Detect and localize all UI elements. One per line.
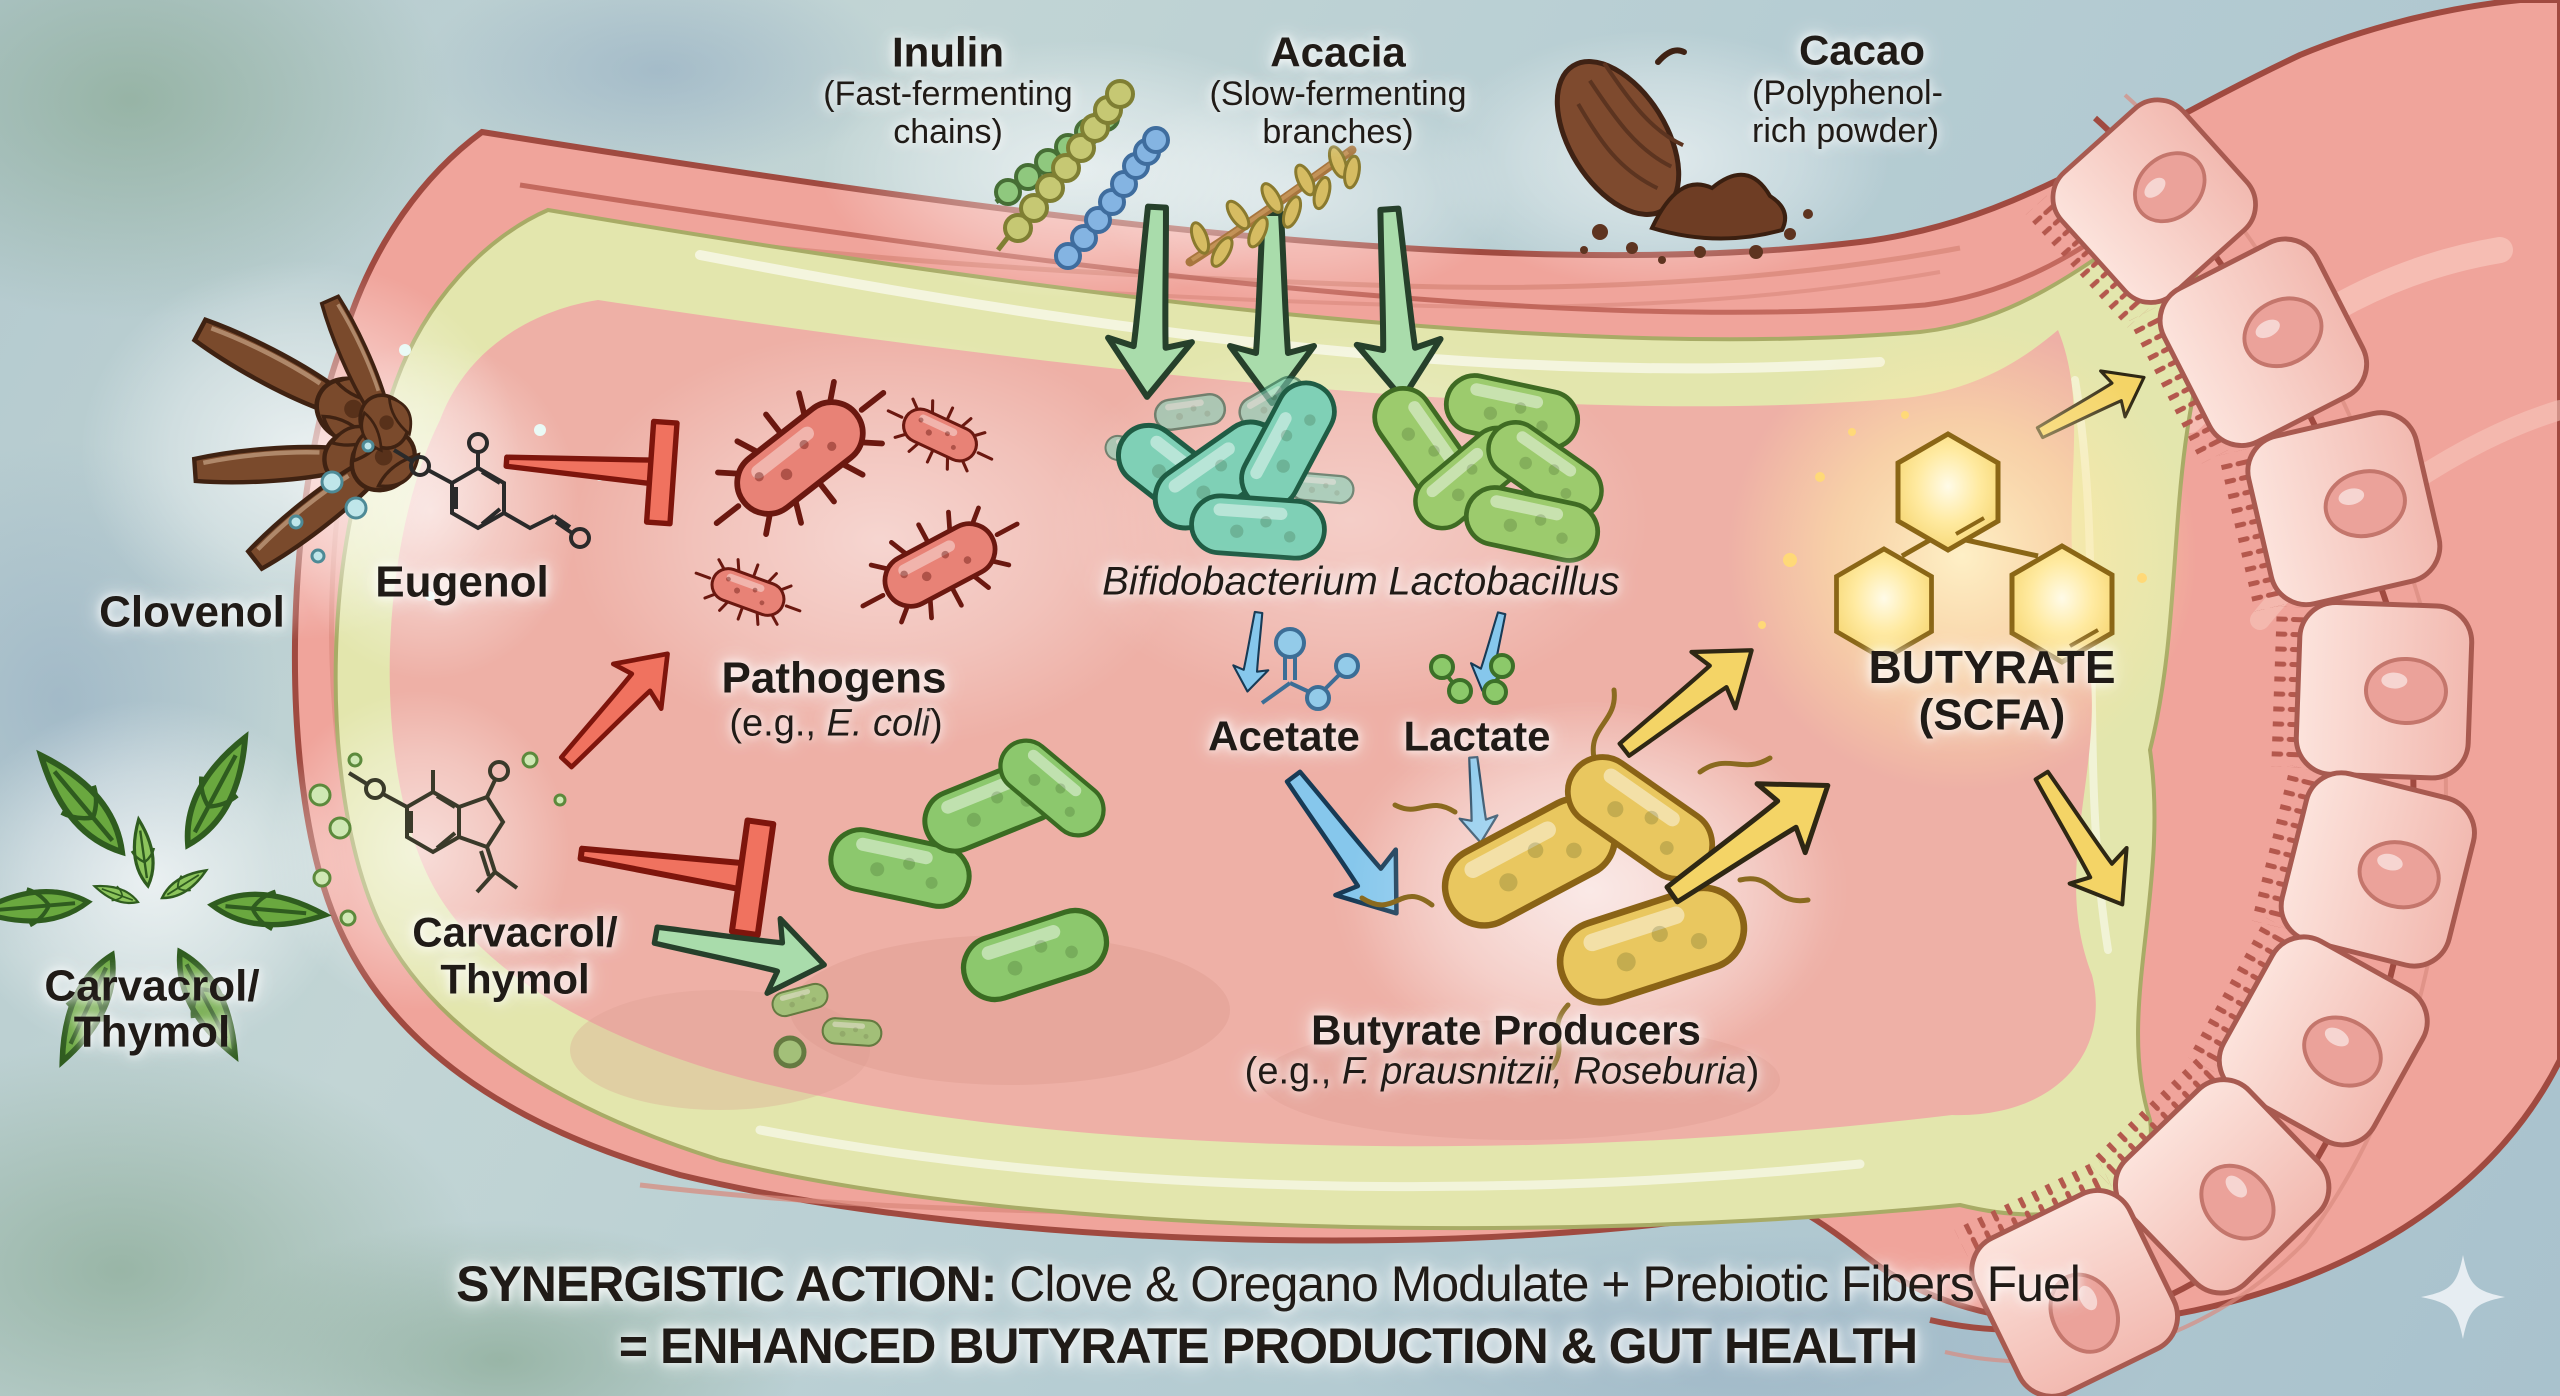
butyrate-subtitle: (SCFA): [1918, 690, 2066, 740]
acacia-branch-icon: [1185, 145, 1361, 268]
butyrate-producer-icon: [1359, 687, 1811, 1071]
carvacrol-molecule-icon: [347, 760, 519, 894]
producers-title: Butyrate Producers: [1311, 1006, 1701, 1054]
gut-carvacrol-label-line1: Carvacrol/: [412, 908, 618, 956]
cacao-label: Cacao: [1798, 26, 1926, 74]
bifidobacterium-label: Bifidobacterium: [1102, 559, 1378, 604]
caption-line1-rest: Clove & Oregano Modulate + Prebiotic Fib…: [996, 1256, 2081, 1312]
producers-subtitle-post: ): [1746, 1050, 1760, 1093]
pathogens-subtitle-pre: (e.g.,: [729, 702, 827, 745]
eugenol-label: Eugenol: [375, 557, 549, 607]
inulin-label: Inulin: [892, 28, 1004, 76]
producers-glow: [1350, 700, 1830, 1080]
butyrate-glow: [1727, 321, 2197, 791]
oregano-carvacrol-label-line1: Carvacrol/: [44, 961, 260, 1011]
lactate-molecule-icon: [1429, 653, 1515, 705]
acacia-desc: (Slow-fermenting branches): [1209, 74, 1467, 151]
gut-carvacrol-label-line2: Thymol: [440, 955, 590, 1003]
commensal-bacteria-icon: [768, 730, 1115, 1069]
fiber-input-arrows: [1105, 205, 1444, 403]
lactate-label: Lactate: [1403, 712, 1551, 760]
cacao-desc: (Polyphenol-rich powder): [1752, 73, 1943, 150]
producers-subtitle-species: F. prausnitzii, Roseburia: [1341, 1050, 1747, 1093]
producers-subtitle-pre: (e.g.,: [1244, 1050, 1342, 1093]
sparkle-icon: [2421, 1255, 2505, 1339]
cacao-pod-icon: [1554, 47, 1813, 264]
acetate-label: Acetate: [1208, 712, 1360, 760]
pathogens-title: Pathogens: [721, 653, 947, 703]
caption-line1: SYNERGISTIC ACTION: Clove & Oregano Modu…: [456, 1256, 2081, 1312]
aroma-dots-oregano: [308, 751, 567, 927]
inulin-chain-icon: [994, 79, 1170, 270]
producers-subtitle: (e.g., F. prausnitzii, Roseburia): [1245, 1051, 1760, 1094]
caption-line1-strong: SYNERGISTIC ACTION:: [456, 1256, 997, 1312]
pathogens-subtitle: (e.g., E. coli): [729, 703, 942, 746]
lactobacillus-label: Lactobacillus: [1388, 559, 1620, 604]
pathogens-subtitle-post: ): [929, 702, 943, 745]
eugenol-molecule-icon: [392, 432, 591, 549]
butyrate-hexagon-icon: [1758, 411, 2147, 662]
epithelial-cell: [2271, 600, 2473, 779]
oregano-carvacrol-label-line2: Thymol: [73, 1007, 231, 1057]
clovenol-label: Clovenol: [99, 587, 285, 637]
acetate-molecule-icon: [1260, 627, 1360, 711]
caption-line2: = ENHANCED BUTYRATE PRODUCTION & GUT HEA…: [618, 1318, 1918, 1374]
butyrate-title: BUTYRATE: [1868, 641, 2116, 694]
pathogens-subtitle-species: E. coli: [826, 702, 930, 745]
inulin-desc: (Fast-fermenting chains): [823, 74, 1073, 151]
acacia-label: Acacia: [1270, 28, 1406, 76]
